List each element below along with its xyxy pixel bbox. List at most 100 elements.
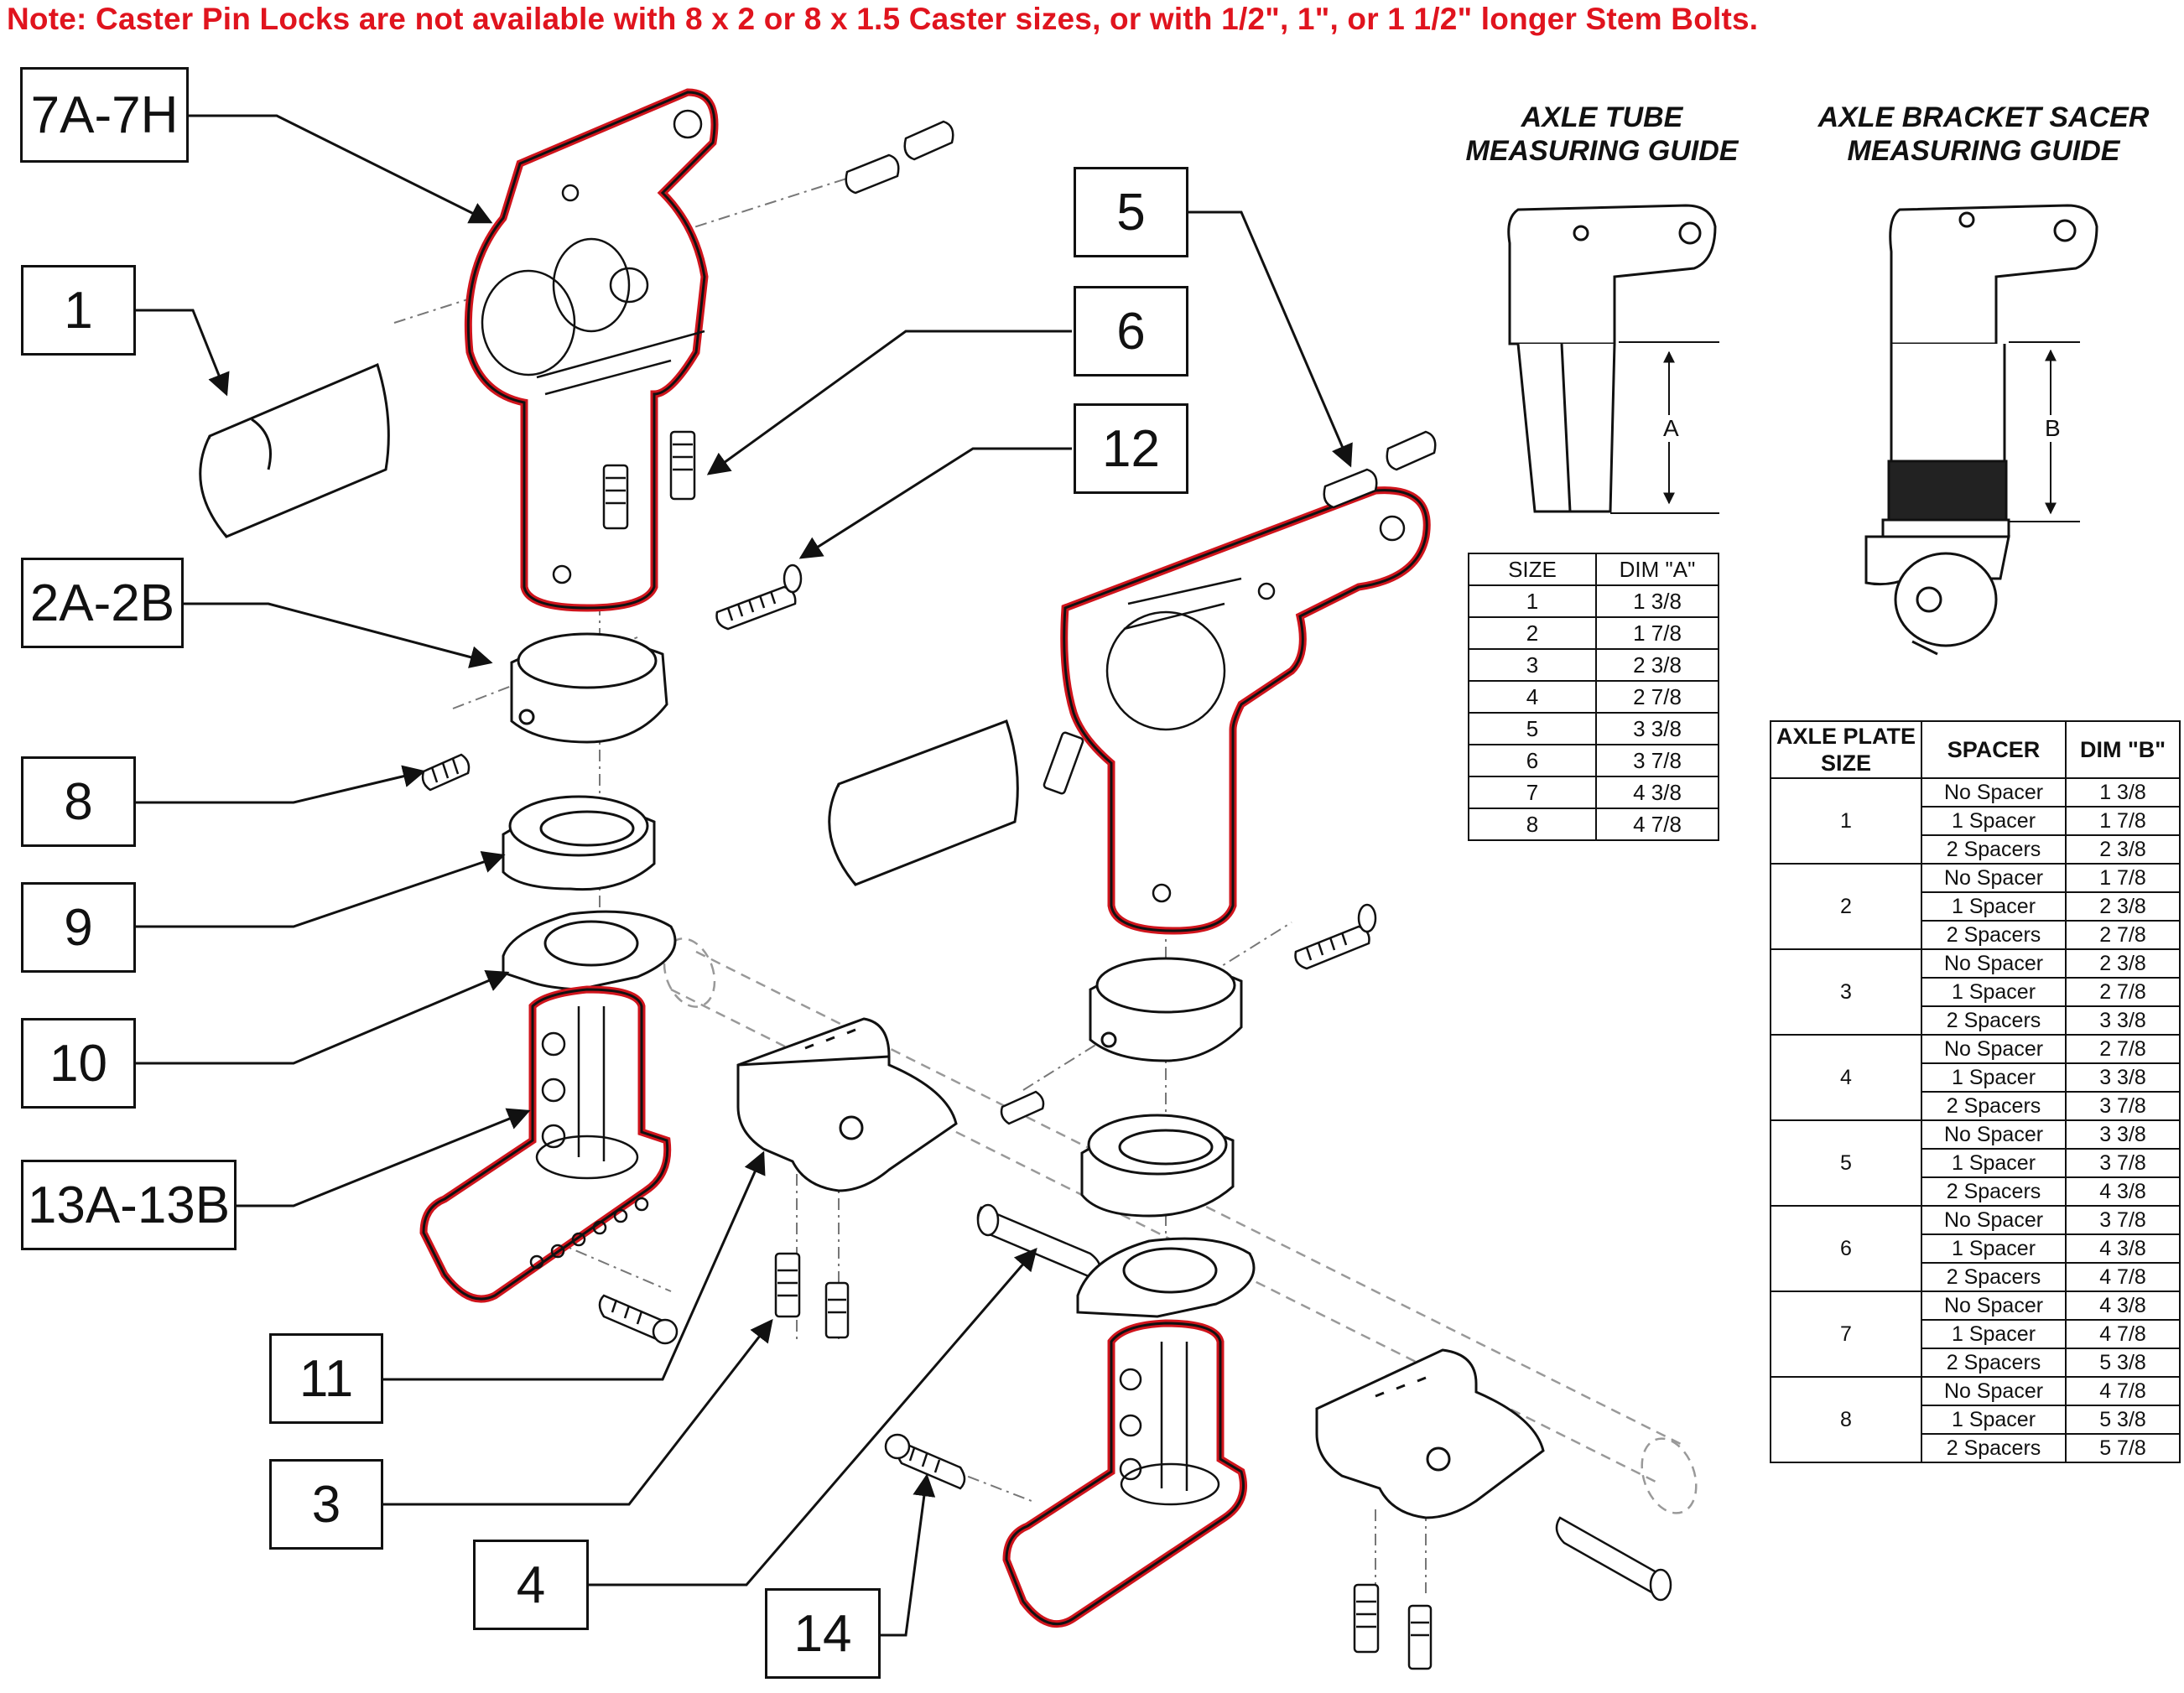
dim-b-cell: 4 3/8 xyxy=(2065,1233,2181,1264)
size-cell: 1 xyxy=(1468,584,1597,618)
spacer-cell: 2 Spacers xyxy=(1921,834,2067,865)
dim-a-cell: 3 7/8 xyxy=(1595,744,1719,777)
dim-b-cell: 2 7/8 xyxy=(2065,1034,2181,1064)
dim-b-cell: 2 3/8 xyxy=(2065,948,2181,979)
axle-bracket-left xyxy=(736,1017,958,1192)
spacer-cell: 2 Spacers xyxy=(1921,1005,2067,1036)
spacer-cell: 2 Spacers xyxy=(1921,1091,2067,1121)
spacer-cell: No Spacer xyxy=(1921,948,2067,979)
stem-housing-right xyxy=(1060,486,1431,935)
callout-10: 10 xyxy=(21,1018,136,1109)
washer-left xyxy=(502,910,677,991)
callout-2a-2b: 2A-2B xyxy=(21,558,184,648)
bolt-part-12-right xyxy=(1294,903,1377,970)
spacer-cell: No Spacer xyxy=(1921,777,2067,808)
axle-pin-right xyxy=(1555,1516,1672,1602)
dim-b-cell: 2 7/8 xyxy=(2065,977,2181,1007)
spacer-cell: 1 Spacer xyxy=(1921,1148,2067,1178)
size-cell: 4 xyxy=(1468,680,1597,714)
spacer-cell: No Spacer xyxy=(1921,1034,2067,1064)
dim-b-cell: 4 3/8 xyxy=(2065,1291,2181,1321)
axle-bracket-guide-title-line1: AXLE BRACKET SACER xyxy=(1817,101,2150,133)
callout-8: 8 xyxy=(21,756,136,847)
axle-plate-size-cell: 5 xyxy=(1770,1119,1922,1207)
spacer-right xyxy=(1080,1114,1235,1218)
spacer-cell: 1 Spacer xyxy=(1921,1062,2067,1093)
dim-b-cell: 3 7/8 xyxy=(2065,1091,2181,1121)
column-header-axle-plate-size: AXLE PLATE SIZE xyxy=(1770,720,1922,779)
bolt-part-12 xyxy=(715,563,803,631)
dim-b-cell: 5 7/8 xyxy=(2065,1433,2181,1463)
size-cell: 3 xyxy=(1468,648,1597,682)
spacer-cell: No Spacer xyxy=(1921,1291,2067,1321)
axle-plate-size-cell: 7 xyxy=(1770,1291,1922,1378)
axle-tube-guide-title-line2: MEASURING GUIDE xyxy=(1465,135,1739,167)
dim-b-cell: 2 3/8 xyxy=(2065,834,2181,865)
dim-b-cell: 3 3/8 xyxy=(2065,1062,2181,1093)
set-screw-left xyxy=(421,753,471,792)
caster-block-right xyxy=(1002,1319,1247,1628)
axle-plate-size-cell: 8 xyxy=(1770,1376,1922,1463)
axle-tube-guide-title-line1: AXLE TUBE xyxy=(1521,101,1683,133)
bolt-part-14-left xyxy=(598,1294,679,1345)
column-header-size: SIZE xyxy=(1468,553,1597,586)
callout-7a-7h: 7A-7H xyxy=(20,67,189,163)
spacer-cell: 2 Spacers xyxy=(1921,1348,2067,1378)
spacer-cell: 2 Spacers xyxy=(1921,1433,2067,1463)
callout-1: 1 xyxy=(21,265,136,356)
spacer-cell: 1 Spacer xyxy=(1921,1319,2067,1349)
axle-plate-size-cell: 4 xyxy=(1770,1034,1922,1121)
dim-b-cell: 4 7/8 xyxy=(2065,1262,2181,1292)
axle-plate-size-cell: 6 xyxy=(1770,1205,1922,1292)
spacer-cell: No Spacer xyxy=(1921,863,2067,893)
spacer-left xyxy=(502,795,656,891)
column-header-dim-a: DIM "A" xyxy=(1595,553,1719,586)
axle-bracket-right xyxy=(1315,1348,1545,1519)
dim-b-cell: 4 7/8 xyxy=(2065,1319,2181,1349)
axle-plate-size-cell: 2 xyxy=(1770,863,1922,950)
axle-tube-guide-title: AXLE TUBE MEASURING GUIDE xyxy=(1451,101,1753,168)
axle-tube xyxy=(663,937,1698,1514)
screws-part-6 xyxy=(602,430,696,530)
spacer-cell: 1 Spacer xyxy=(1921,891,2067,922)
table-header-row: AXLE PLATE SIZE SPACER DIM "B" xyxy=(1770,720,2181,779)
dim-b-cell: 3 3/8 xyxy=(2065,1005,2181,1036)
dim-b-cell: 3 7/8 xyxy=(2065,1205,2181,1235)
callout-5: 5 xyxy=(1074,167,1188,257)
dim-a-cell: 1 3/8 xyxy=(1595,584,1719,618)
dimension-a-label: A xyxy=(1661,415,1682,442)
table-header-row: SIZE DIM "A" xyxy=(1468,553,1719,586)
dim-a-cell: 4 3/8 xyxy=(1595,776,1719,809)
spacer-cell: 1 Spacer xyxy=(1921,1405,2067,1435)
size-cell: 5 xyxy=(1468,712,1597,745)
size-cell: 2 xyxy=(1468,616,1597,650)
spacer-cell: No Spacer xyxy=(1921,1376,2067,1406)
stem-collar-left xyxy=(510,632,668,744)
dim-a-cell: 2 7/8 xyxy=(1595,680,1719,714)
dim-b-cell: 5 3/8 xyxy=(2065,1348,2181,1378)
size-cell: 8 xyxy=(1468,808,1597,841)
screws-part-3 xyxy=(774,1252,850,1339)
